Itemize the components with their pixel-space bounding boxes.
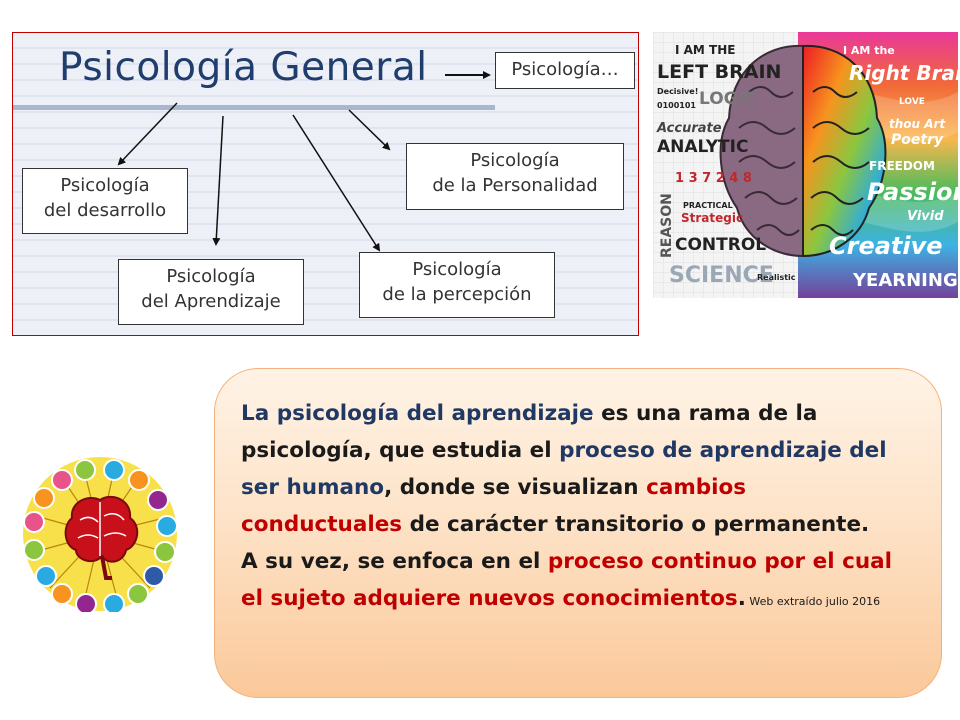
money-icon (154, 541, 176, 563)
yearning-word: YEARNING (852, 270, 958, 291)
freedom-word: FREEDOM (869, 159, 935, 173)
vivid-word: Vivid (907, 209, 944, 224)
box-psicologia-aprendizaje: Psicología del Aprendizaje (118, 259, 304, 325)
diagram-arrows (117, 71, 491, 252)
definition-text: de carácter transitorio o permanente. (402, 512, 870, 537)
arrow-to-aprendizaje (212, 115, 224, 246)
creative-word: Creative (829, 232, 943, 260)
handshake-icon (156, 515, 178, 537)
realistic-word: Realistic (757, 273, 796, 282)
source-note: Web extraído julio 2016 (745, 595, 881, 608)
left-title-line2: LEFT BRAIN (657, 61, 781, 83)
heart-icon (51, 469, 73, 491)
box-label: Psicología… (511, 59, 619, 80)
home-icon (74, 459, 96, 481)
love-word: LOVE (899, 97, 925, 107)
people-icon (128, 469, 150, 491)
brain-wheel-art (23, 457, 178, 615)
person-icon (75, 593, 97, 615)
left-right-brain-illustration: I AM THE LEFT BRAIN LOGIC Decisive! 0100… (653, 32, 958, 298)
right-title-line1: I AM the (843, 44, 895, 57)
box-psicologia-desarrollo: Psicología del desarrollo (22, 168, 188, 234)
box-label-line1: Psicología (166, 266, 256, 287)
trash-icon (127, 583, 149, 605)
science-word: SCIENCE (669, 263, 774, 288)
arrow-to-personalidad (348, 109, 391, 151)
bulb-icon (33, 487, 55, 509)
numbers-word: 1 3 7 2 4 8 (675, 171, 752, 186)
analytic-word: ANALYTIC (657, 137, 748, 157)
title-underline (13, 105, 495, 110)
practical-word: PRACTICAL (683, 201, 733, 210)
box-label-line1: Psicología (412, 259, 502, 280)
decisive-word: Decisive! (657, 87, 698, 96)
wheel-icons (23, 459, 178, 615)
diagram-title: Psicología General (59, 45, 428, 90)
box-label-line2: de la percepción (382, 284, 532, 305)
box-label-line2: de la Personalidad (432, 175, 598, 196)
network-icon (147, 489, 169, 511)
box-label-line1: Psicología (60, 175, 150, 196)
right-title-line2: Right Brain! (849, 61, 958, 85)
definition-text: . (737, 586, 746, 611)
term-cambios-conductuales: cambios conductuales (241, 475, 747, 537)
car-icon (103, 593, 125, 615)
reason-word: REASON (659, 193, 675, 258)
box-label-line1: Psicología (470, 150, 560, 171)
chart-icon (143, 565, 165, 587)
settings-icon (23, 539, 45, 561)
art-word: thou Art (889, 117, 946, 131)
brain-icon-wheel (22, 456, 178, 615)
box-psicologia-general: Psicología… (495, 52, 635, 89)
left-hemisphere-folds (738, 86, 800, 236)
scissors-icon (51, 583, 73, 605)
term-proceso-aprendizaje: proceso de aprendizaje del ser humano (241, 438, 887, 500)
globe-icon (23, 511, 45, 533)
definition-text: es una rama de la psicología, que estudi… (241, 401, 818, 463)
strategic-word: Strategic (681, 211, 743, 225)
right-hemisphere-folds (810, 86, 870, 236)
family-icon (103, 459, 125, 481)
psychology-diagram: Psicología General Psicología… Psicologí… (12, 32, 639, 336)
arrow-to-desarrollo (117, 102, 178, 166)
left-title-line1: I AM THE (675, 43, 735, 57)
logic-word: LOGIC (699, 89, 756, 109)
term-psicologia-aprendizaje: La psicología del aprendizaje (241, 401, 594, 426)
passion-word: Passion (867, 178, 958, 206)
definition-text: , donde se visualizan (384, 475, 647, 500)
box-label-line2: del Aprendizaje (141, 291, 281, 312)
right-hemisphere (802, 44, 887, 258)
box-psicologia-percepcion: Psicología de la percepción (359, 252, 555, 318)
term-proceso-continuo: proceso continuo por el cual el sujeto a… (241, 549, 893, 611)
definition-text: A su vez, se enfoca en el (241, 549, 548, 574)
control-word: CONTROL (675, 235, 766, 255)
definition-callout: La psicología del aprendizaje es una ram… (214, 368, 942, 698)
binary-word: 0100101 (657, 101, 696, 110)
brain-illustration-art: I AM THE LEFT BRAIN LOGIC Decisive! 0100… (653, 32, 958, 298)
box-label-line2: del desarrollo (43, 200, 167, 221)
poetry-word: Poetry (891, 132, 944, 148)
gear-icon (35, 565, 57, 587)
brain-icon (64, 495, 139, 580)
box-psicologia-personalidad: Psicología de la Personalidad (406, 143, 624, 210)
accurate-word: Accurate (656, 121, 722, 136)
arrow-to-percepcion (292, 114, 381, 252)
